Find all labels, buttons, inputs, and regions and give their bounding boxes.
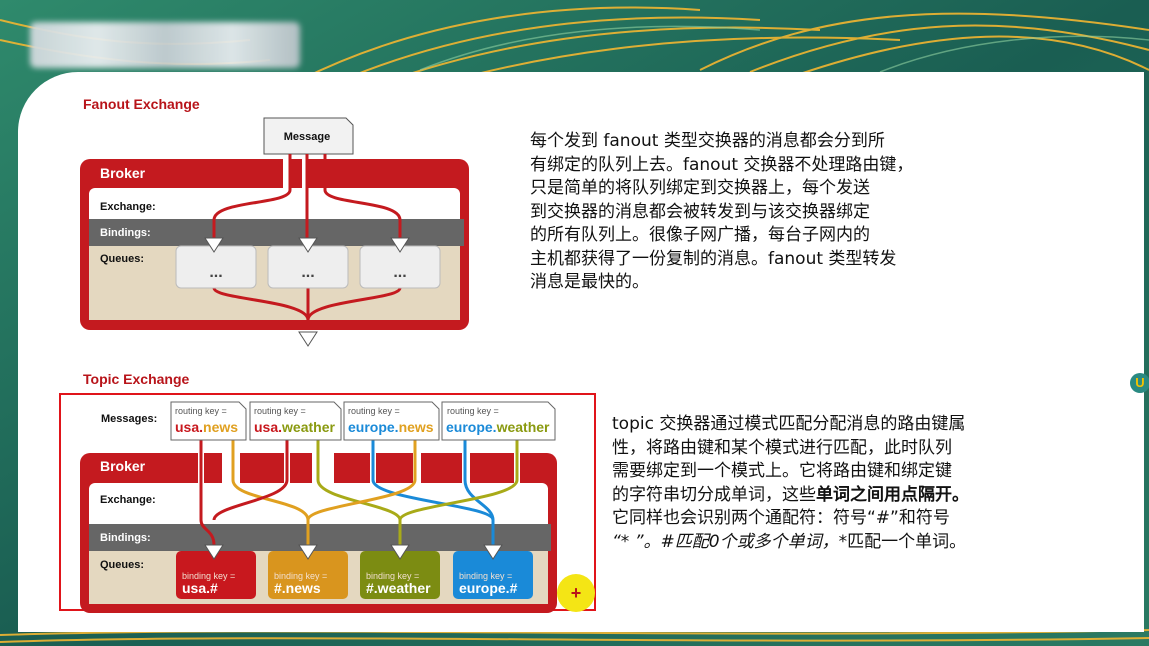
fanout-queue-1-label: ... [209,264,222,281]
blurred-slide-title [30,22,300,68]
topic-queues-label: Queues: [100,559,144,571]
fanout-description: 每个发到 fanout 类型交换器的消息都会分到所 有绑定的队列上去。fanou… [530,131,914,292]
fanout-title: Fanout Exchange [83,96,200,112]
topic-queue-3-prefix: binding key = [366,571,419,581]
topic-queue-1-prefix: binding key = [182,571,235,581]
topic-message-1-tail: news [203,419,238,435]
topic-queue-europe [453,551,533,599]
topic-queue-4-prefix: binding key = [459,571,512,581]
topic-message-4-prefix: routing key = [447,406,499,416]
fanout-arrow-2 [298,237,318,253]
topic-arrow-3 [390,544,410,560]
fanout-arrow-3 [390,237,410,253]
topic-message-3-prefix: routing key = [348,406,400,416]
topic-description-line-1: topic 交换器通过模式匹配分配消息的路由键属 [612,414,966,434]
topic-message-1 [170,401,247,441]
topic-message-3-tail: news [399,419,434,435]
topic-message-3-head: europe. [348,419,399,435]
topic-queue-2-prefix: binding key = [274,571,327,581]
topic-message-3-key: europe.news [348,419,434,435]
topic-message-2-tail: weather [281,419,335,435]
topic-message-4-key: europe.weather [446,419,550,435]
topic-message-4-head: europe. [446,419,497,435]
side-toolbar-icon[interactable]: U [1130,373,1149,393]
topic-queue-1-key: usa.# [182,580,218,596]
topic-description-line-2: 性，将路由键和某个模式进行匹配，此时队列 [612,437,952,458]
topic-message-1-prefix: routing key = [175,406,227,416]
topic-message-1-head: usa. [175,419,203,435]
topic-messages-label: Messages: [101,413,157,425]
add-button[interactable]: + [557,574,595,612]
fanout-out-arrow [298,331,318,347]
topic-message-3 [343,401,440,441]
topic-message-2-prefix: routing key = [254,406,306,416]
topic-message-4-tail: weather [496,419,550,435]
topic-queue-3-key: #.weather [366,580,431,596]
topic-bindings-label: Bindings: [100,532,151,544]
topic-queue-4-key: europe.# [459,580,518,596]
topic-queue-2-key: #.news [274,580,321,596]
fanout-queue-3-label: ... [393,264,406,281]
topic-message-4 [441,401,556,441]
topic-description-line-5: 它同样也会识别两个通配符：符号“#”和符号 [612,508,950,528]
fanout-broker-label: Broker [100,165,146,181]
topic-message-2-key: usa.weather [254,419,335,435]
topic-broker-label: Broker [100,458,146,474]
topic-queue-usa [176,551,256,599]
topic-bindings-bar [89,524,551,551]
fanout-exchange-label: Exchange: [100,201,156,213]
topic-arrow-4 [483,544,503,560]
fanout-queue-2-label: ... [301,264,314,281]
fanout-message-label: Message [284,131,330,143]
topic-message-2 [249,401,342,441]
topic-title: Topic Exchange [83,371,190,387]
topic-description-line-6b: *匹配一个单词。 [838,531,967,552]
topic-queue-weather [360,551,440,599]
topic-arrow-2 [298,544,318,560]
topic-description-line-3: 需要绑定到一个模式上。它将路由键和绑定键 [612,461,952,481]
topic-description: topic 交换器通过模式匹配分配消息的路由键属 性，将路由键和某个模式进行匹配… [612,413,1082,554]
topic-message-1-key: usa.news [175,419,238,435]
topic-exchange-label: Exchange: [100,494,156,506]
fanout-queues-label: Queues: [100,253,144,265]
fanout-bindings-label: Bindings: [100,227,151,239]
topic-arrow-1 [204,544,224,560]
topic-queue-news [268,551,348,599]
fanout-message-box [263,117,354,155]
fanout-arrow-1 [204,237,224,253]
topic-description-line-6a: “* ”。#匹配0个或多个单词， [612,531,839,552]
topic-description-line-4a: 的字符串切分成单词，这些 [612,484,816,505]
topic-message-2-head: usa. [254,419,282,435]
topic-description-line-4b: 单词之间用点隔开。 [816,484,969,505]
